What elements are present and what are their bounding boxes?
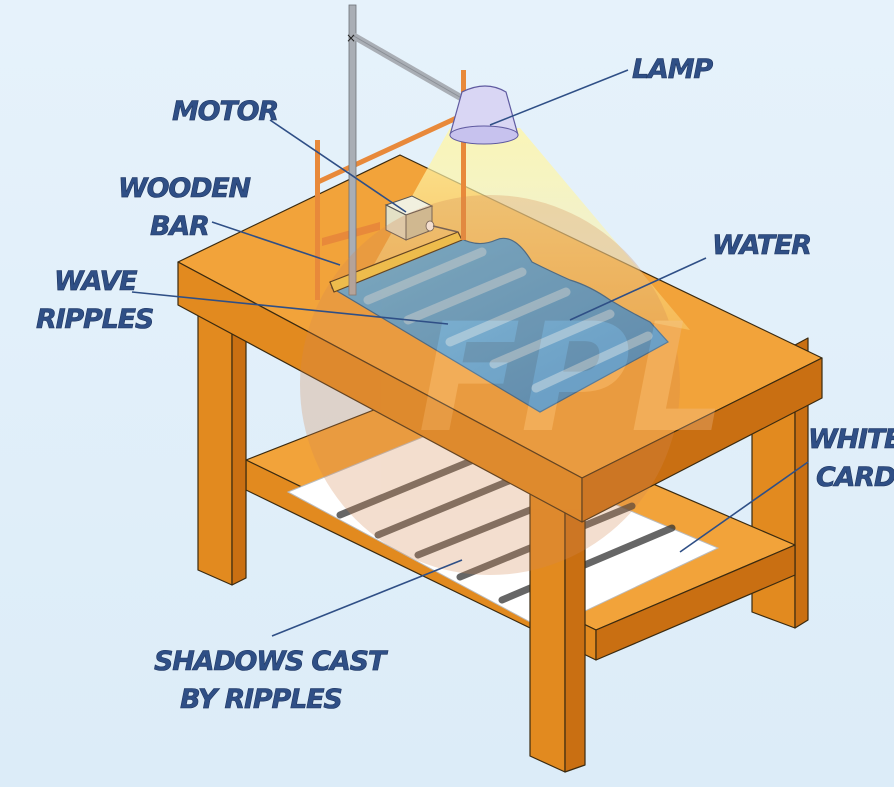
- white-card: [286, 429, 720, 631]
- label-wooden-bar-line2: BAR: [150, 211, 209, 242]
- label-lamp: LAMP: [632, 54, 713, 85]
- labels: LAMP MOTOR WOODEN BAR WATER WAVE RIPPLES…: [36, 54, 894, 716]
- svg-text:×: ×: [346, 31, 356, 45]
- label-wave-ripples-line1: WAVE: [54, 266, 138, 297]
- watermark-logo: FPL: [300, 195, 726, 575]
- label-shadows-line2: BY RIPPLES: [180, 684, 342, 715]
- retort-stand: ×: [346, 4, 467, 296]
- label-wave-ripples-line2: RIPPLES: [36, 304, 153, 335]
- label-water: WATER: [712, 230, 811, 261]
- lamp-icon: [449, 85, 519, 145]
- water-tray: [330, 237, 669, 413]
- label-shadows-line1: SHADOWS CAST: [154, 646, 389, 677]
- label-white-card-line1: WHITE: [808, 424, 894, 455]
- leader-lines: [131, 69, 809, 637]
- label-motor: MOTOR: [172, 96, 278, 127]
- svg-text:FPL: FPL: [418, 292, 726, 466]
- label-white-card-line2: CARD: [816, 462, 894, 493]
- motor: [384, 195, 459, 241]
- label-wooden-bar-line1: WOODEN: [118, 173, 252, 204]
